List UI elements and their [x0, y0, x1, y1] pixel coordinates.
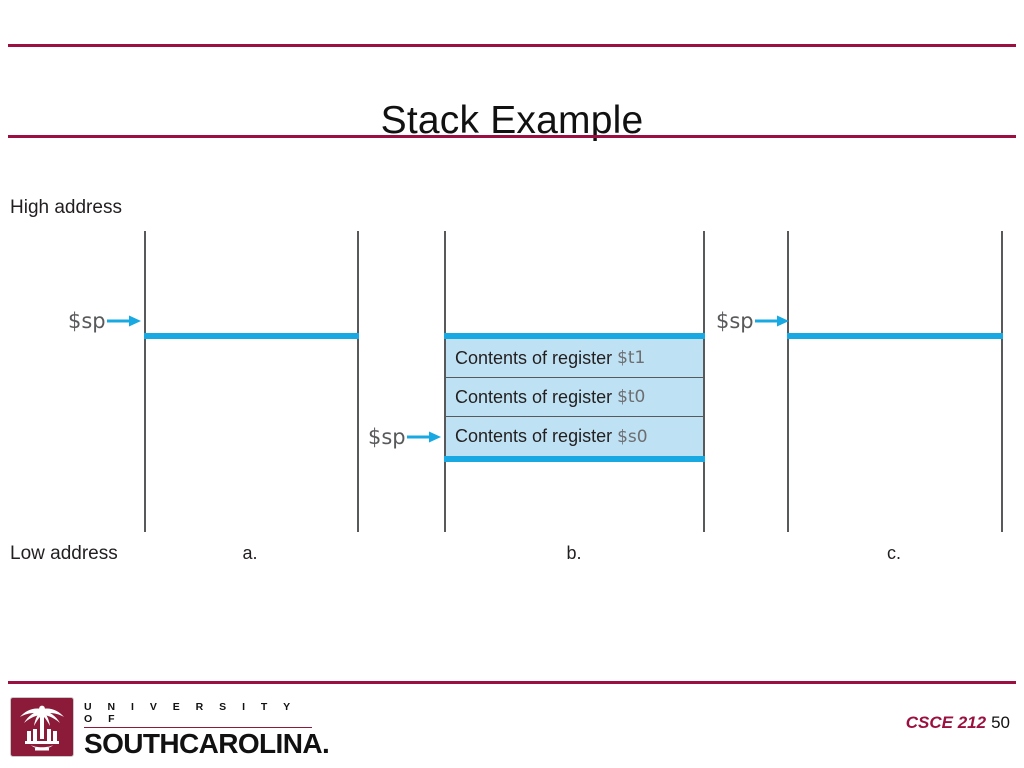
page-title: Stack Example	[380, 99, 644, 143]
panel-b-left-wall	[444, 231, 446, 532]
sp-label: $sp	[716, 309, 754, 333]
panel-c-stack-pointer-rule	[787, 333, 1003, 339]
panel-c-left-wall	[787, 231, 789, 532]
arrow-right-icon	[406, 431, 441, 443]
panel-b-right-wall	[703, 231, 705, 532]
panel-a-caption: a.	[242, 543, 258, 563]
stack-cell-text: Contents of register	[455, 347, 613, 368]
stack-cell: Contents of register $t1	[446, 339, 703, 378]
sp-label: $sp	[368, 425, 406, 449]
title-rule-top	[8, 44, 1016, 47]
stack-cell-register: $t1	[617, 348, 646, 368]
university-wordmark: U N I V E R S I T Y O F SOUTHCAROLINA.	[84, 701, 330, 759]
panel-a-stack-pointer-rule	[144, 333, 359, 339]
slide-number: 50	[991, 713, 1010, 732]
panel-c-right-wall	[1001, 231, 1003, 532]
sp-label: $sp	[68, 309, 106, 333]
stack-cell-text: Contents of register	[455, 426, 613, 446]
stack-diagram: High address Low address Contents of reg…	[10, 197, 1003, 564]
stack-cell: Contents of register $t0	[446, 378, 703, 417]
panel-a-sp-pointer: $sp	[68, 308, 141, 334]
wordmark-university-of: U N I V E R S I T Y O F	[84, 701, 312, 728]
stack-cell: Contents of register $s0	[446, 417, 703, 456]
panel-c-caption: c.	[886, 543, 901, 563]
palmetto-tree-icon	[10, 697, 74, 757]
arrow-right-icon	[106, 315, 141, 327]
panel-a-right-wall	[357, 231, 359, 532]
arrow-right-icon	[754, 315, 789, 327]
palmetto-crescent-glyph	[20, 705, 64, 751]
panel-c-sp-pointer: $sp	[716, 308, 789, 334]
high-address-label: High address	[10, 197, 122, 218]
low-address-label: Low address	[10, 543, 118, 564]
panel-b-stack-cells: Contents of register $t1 Contents of reg…	[446, 339, 703, 456]
course-code: CSCE 212	[905, 713, 987, 732]
panel-b-sp-pointer: $sp	[368, 424, 441, 450]
wordmark-south-carolina: SOUTHCAROLINA.	[84, 728, 330, 759]
stack-cell-text: Contents of register	[455, 386, 613, 407]
title-rule-bottom	[8, 135, 1016, 138]
panel-a-left-wall	[144, 231, 146, 532]
panel-b-stack-pointer-rule	[444, 456, 705, 462]
panel-b-caption: b.	[566, 543, 582, 563]
panel-b-stack-top-rule	[444, 333, 705, 339]
stack-cell-register: $s0	[617, 426, 648, 447]
university-logo: U N I V E R S I T Y O F SOUTHCAROLINA.	[10, 697, 330, 759]
stack-cell-register: $t0	[617, 387, 646, 407]
footer-rule	[8, 681, 1016, 684]
